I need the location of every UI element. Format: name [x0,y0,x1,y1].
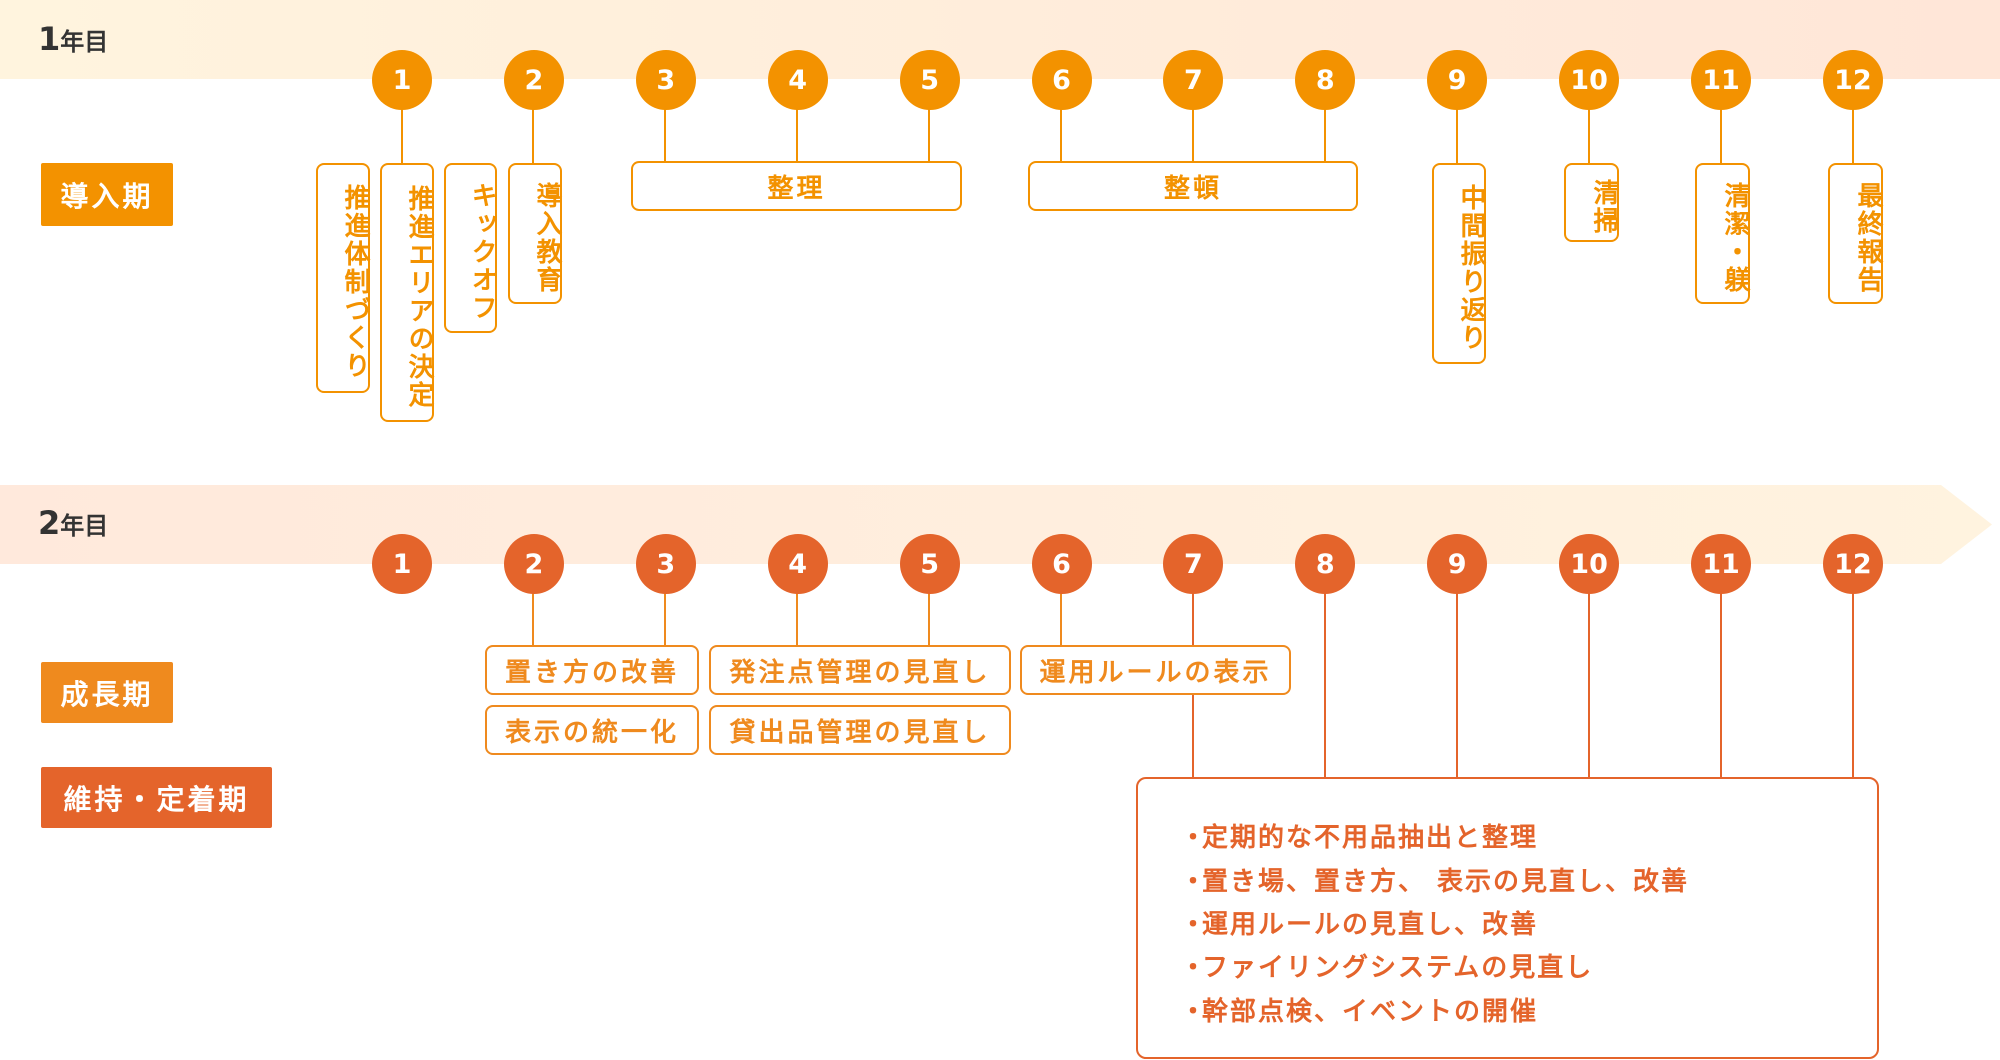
year1-month-4-marker: 4 [767,50,828,110]
year1-month-12-marker: 12 [1822,50,1883,110]
maintenance-item: ・定期的な不用品抽出と整理 [1180,823,1539,853]
year2-month-7-marker: 7 [1163,534,1224,594]
phase-intro: 導入期 [41,163,173,226]
task-kickoff: キックオフ [444,163,497,333]
maintenance-item: ・ファイリングシステムの見直し [1180,953,1594,983]
task-seiri: 整理 [631,161,962,211]
task-intro-education: 導入教育 [508,163,562,304]
year1-month-2-marker: 2 [503,50,564,110]
connector [1456,584,1458,777]
connector [1456,100,1458,163]
task-reorder-point-review: 発注点管理の見直し [709,645,1011,695]
year1-month-9-marker: 9 [1427,50,1488,110]
year2-month-3-marker: 3 [635,534,696,594]
year2-month-4-marker: 4 [767,534,828,594]
connector [664,100,666,161]
connector [928,100,930,161]
year2-month-1-marker: 1 [372,534,432,594]
task-placement-improvement: 置き方の改善 [485,645,699,695]
connector [796,584,798,645]
task-loan-item-review: 貸出品管理の見直し [709,705,1011,755]
connector [1060,584,1062,645]
year1-month-5-marker: 5 [899,50,960,110]
connector [532,100,534,163]
year2-month-6-marker: 6 [1031,534,1092,594]
connector [1588,584,1590,777]
year1-month-3-marker: 3 [635,50,696,110]
year1-month-6-marker: 6 [1031,50,1092,110]
year2-month-10-marker: 10 [1559,534,1620,594]
year2-month-5-marker: 5 [899,534,960,594]
connector [1720,584,1722,777]
connector [664,584,666,645]
maintenance-item: ・置き場、置き方、 表示の見直し、改善 [1180,867,1690,897]
phase-maintain: 維持・定着期 [41,767,272,828]
task-seiton: 整頓 [1028,161,1358,211]
year2-month-12-marker: 12 [1822,534,1883,594]
task-rule-display: 運用ルールの表示 [1020,645,1291,695]
connector [928,584,930,645]
task-seiketsu-shitsuke: 清潔・躾 [1695,163,1750,304]
year2-month-8-marker: 8 [1295,534,1356,594]
year1-month-10-marker: 10 [1559,50,1620,110]
connector [1324,584,1326,777]
task-label-unification: 表示の統一化 [485,705,699,755]
connector [1720,100,1722,163]
maintenance-item: ・幹部点検、イベントの開催 [1180,997,1539,1027]
year2-arrow-band [0,485,1992,564]
year1-month-8-marker: 8 [1295,50,1356,110]
task-seiso: 清掃 [1564,163,1619,242]
connector [1852,584,1854,777]
connector [796,100,798,161]
connector [1192,100,1194,161]
phase-growth: 成長期 [41,662,173,723]
connector [1060,100,1062,161]
year1-month-1-marker: 1 [372,50,432,110]
connector [1852,100,1854,163]
maintenance-item: ・運用ルールの見直し、改善 [1180,910,1539,940]
task-promotion-structure: 推進体制づくり [316,163,370,393]
connector [1324,100,1326,161]
task-midterm-review: 中間振り返り [1432,163,1486,364]
year1-month-7-marker: 7 [1163,50,1224,110]
maintenance-activities-box: ・定期的な不用品抽出と整理 ・置き場、置き方、 表示の見直し、改善 ・運用ルール… [1136,777,1879,1059]
year1-label: 1年目 [38,20,109,58]
year2-month-2-marker: 2 [503,534,564,594]
year2-month-9-marker: 9 [1427,534,1488,594]
task-final-report: 最終報告 [1828,163,1883,304]
connector [401,100,403,163]
year2-label: 2年目 [38,504,109,542]
connector [532,584,534,645]
connector [1588,100,1590,163]
year2-month-11-marker: 11 [1691,534,1751,594]
year1-month-11-marker: 11 [1691,50,1751,110]
task-area-decision: 推進エリアの決定 [380,163,434,422]
year1-band [0,0,2000,79]
